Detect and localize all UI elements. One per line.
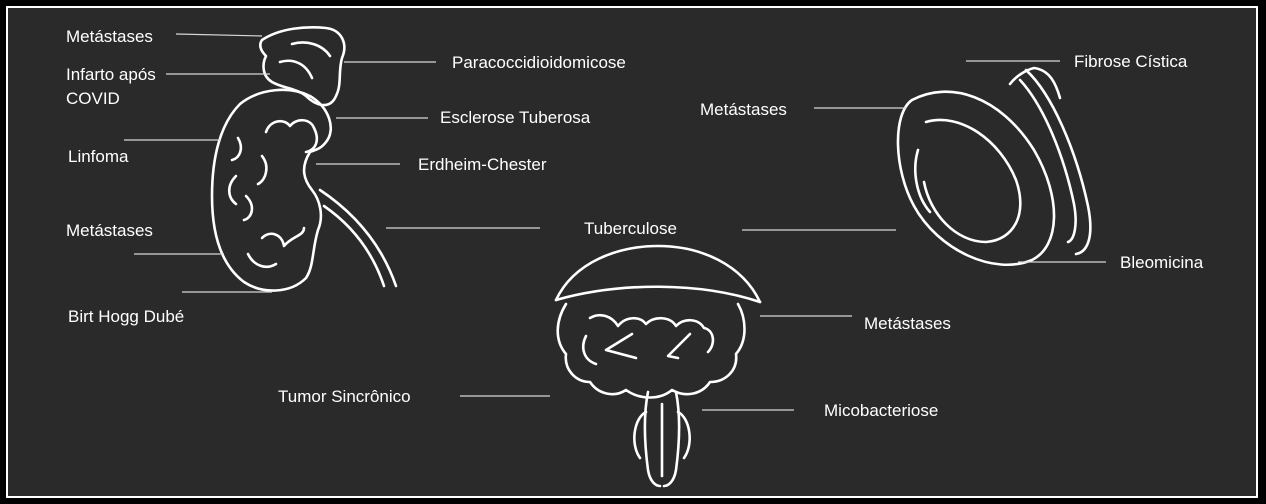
kidney-calyx-1 [266, 120, 317, 152]
kidney-calyx-3 [229, 176, 236, 204]
kidney-calyx-2 [232, 138, 241, 160]
label-tuberous-sclerosis: Esclerose Tuberosa [440, 108, 591, 127]
bladder-rim [556, 287, 760, 302]
urethra-left [645, 392, 660, 486]
label-testis-metastases: Metástases [700, 100, 787, 119]
epididymis-outer [1026, 70, 1090, 254]
urethra-right [664, 392, 679, 486]
label-mycobacteriosis: Micobacteriose [824, 401, 938, 420]
label-infarction-line2: COVID [66, 89, 120, 108]
label-tuberculosis: Tuberculose [584, 219, 677, 238]
label-bleomycin: Bleomicina [1120, 253, 1204, 272]
leader-metastases-top [176, 34, 262, 36]
prostate-inner-2 [583, 336, 596, 364]
label-erdheim-chester: Erdheim-Chester [418, 155, 547, 174]
label-lymphoma: Linfoma [68, 147, 129, 166]
kidney-calyx-7 [258, 156, 266, 184]
testis-inner-arc-2 [915, 150, 930, 212]
prostate-inner [590, 315, 713, 352]
kidney-calyx-5 [262, 228, 304, 246]
adrenal-gland-fold [292, 43, 330, 57]
prostate-illustration [556, 246, 760, 486]
prostate-body [558, 304, 745, 398]
prostate-chevron-left [606, 334, 636, 358]
testis-inner-arc [924, 120, 1020, 242]
testis-illustration [898, 68, 1090, 265]
kidney-illustration [212, 27, 396, 290]
epididymis-inner [1020, 80, 1076, 242]
adrenal-gland-fold-2 [280, 61, 312, 78]
label-birt-hogg-dube: Birt Hogg Dubé [68, 307, 184, 326]
kidney-calyx-4 [244, 196, 252, 220]
label-prostate-metastases: Metástases [864, 314, 951, 333]
label-kidney-metastases-top: Metástases [66, 27, 153, 46]
epididymis-head [1010, 68, 1060, 98]
label-paracoccidioidomycosis: Paracoccidioidomicose [452, 53, 626, 72]
testis-outline [898, 92, 1054, 265]
label-infarction-line1: Infarto após [66, 65, 156, 84]
label-kidney-metastases-bottom: Metástases [66, 221, 153, 240]
kidney-calyx-6 [248, 254, 276, 267]
label-cystic-fibrosis: Fibrose Cística [1074, 52, 1188, 71]
label-synchronous-tumor: Tumor Sincrônico [278, 387, 411, 406]
prostate-chevron-right [668, 334, 690, 358]
